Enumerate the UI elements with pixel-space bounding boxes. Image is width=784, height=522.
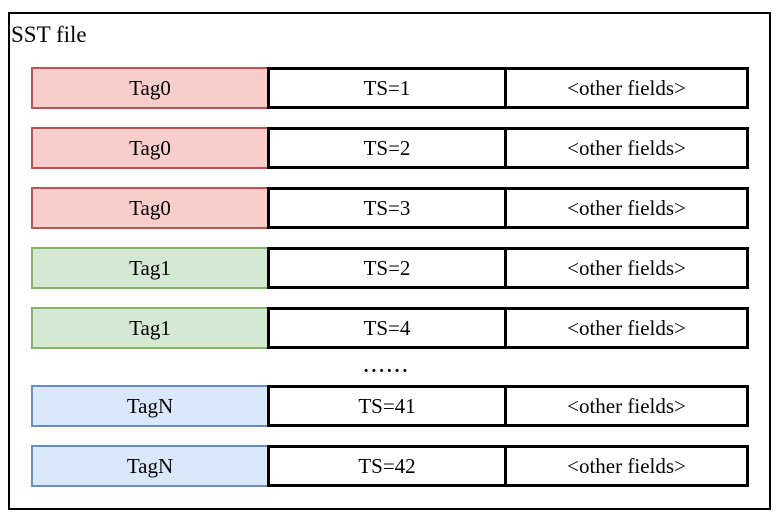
- other-fields-cell: <other fields>: [567, 135, 686, 160]
- ellipsis-row: ......: [363, 356, 411, 377]
- other-fields-cell: <other fields>: [567, 255, 686, 280]
- other-fields-cell: <other fields>: [567, 315, 686, 340]
- record-row: Tag0 TS=2 <other fields>: [31, 127, 749, 169]
- record-row: Tag1 TS=4 <other fields>: [31, 307, 749, 349]
- record-fields-box: TS=4 <other fields>: [267, 307, 749, 349]
- tag-cell: TagN: [31, 445, 269, 487]
- record-fields-box: TS=41 <other fields>: [267, 385, 749, 427]
- diagram-title: SST file: [11, 22, 87, 47]
- record-fields-box: TS=42 <other fields>: [267, 445, 749, 487]
- sst-file-box: SST file Tag0 TS=1 <other fields> Tag0 T…: [8, 12, 771, 510]
- timestamp-cell: TS=4: [270, 310, 507, 346]
- timestamp-cell: TS=3: [270, 190, 507, 226]
- timestamp-cell: TS=2: [270, 130, 507, 166]
- record-fields-box: TS=1 <other fields>: [267, 67, 749, 109]
- timestamp-cell: TS=2: [270, 250, 507, 286]
- record-row: Tag0 TS=1 <other fields>: [31, 67, 749, 109]
- tag-cell: Tag0: [31, 187, 269, 229]
- record-fields-box: TS=3 <other fields>: [267, 187, 749, 229]
- other-fields-cell: <other fields>: [567, 75, 686, 100]
- other-fields-cell: <other fields>: [567, 453, 686, 478]
- timestamp-cell: TS=42: [270, 448, 507, 484]
- record-row: TagN TS=41 <other fields>: [31, 385, 749, 427]
- tag-cell: Tag0: [31, 127, 269, 169]
- other-fields-cell: <other fields>: [567, 393, 686, 418]
- timestamp-cell: TS=41: [270, 388, 507, 424]
- tag-cell: Tag0: [31, 67, 269, 109]
- record-row: Tag0 TS=3 <other fields>: [31, 187, 749, 229]
- tag-cell: Tag1: [31, 307, 269, 349]
- other-fields-cell: <other fields>: [567, 195, 686, 220]
- timestamp-cell: TS=1: [270, 70, 507, 106]
- record-row: Tag1 TS=2 <other fields>: [31, 247, 749, 289]
- record-fields-box: TS=2 <other fields>: [267, 247, 749, 289]
- tag-cell: Tag1: [31, 247, 269, 289]
- tag-cell: TagN: [31, 385, 269, 427]
- record-row: TagN TS=42 <other fields>: [31, 445, 749, 487]
- record-list: Tag0 TS=1 <other fields> Tag0 TS=2 <othe…: [31, 67, 749, 505]
- record-fields-box: TS=2 <other fields>: [267, 127, 749, 169]
